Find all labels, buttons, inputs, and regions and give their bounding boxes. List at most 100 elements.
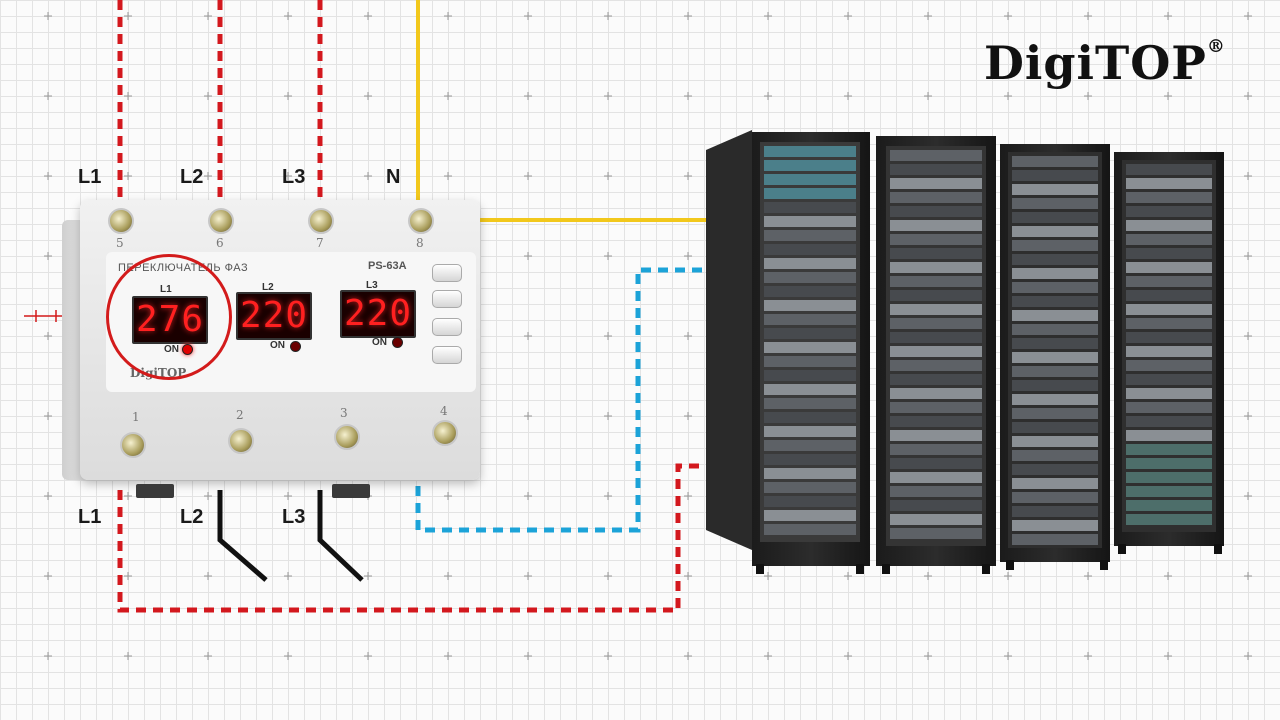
rack-unit-slot: [890, 402, 982, 413]
grid-cross: [444, 12, 452, 20]
grid-cross: [604, 172, 612, 180]
rack-unit-slot: [1012, 310, 1098, 321]
grid-cross: [924, 652, 932, 660]
rack-unit-slot: [1012, 268, 1098, 279]
rack-unit-slot: [1012, 464, 1098, 475]
rack-unit-slot: [890, 486, 982, 497]
rack-unit-slot: [1126, 458, 1212, 469]
grid-cross: [444, 92, 452, 100]
rack-unit-slot: [1126, 220, 1212, 231]
rack-unit-slot: [1126, 206, 1212, 217]
grid-cross: [604, 92, 612, 100]
grid-cross: [844, 572, 852, 580]
rack-unit-slot: [1012, 366, 1098, 377]
rack-unit-slot: [764, 230, 856, 241]
grid-cross: [684, 572, 692, 580]
grid-cross: [684, 332, 692, 340]
rack-unit-slot: [1126, 318, 1212, 329]
grid-cross: [44, 412, 52, 420]
rack-unit-slot: [1126, 262, 1212, 273]
grid-cross: [524, 572, 532, 580]
grid-cross: [844, 12, 852, 20]
wire-l3-out-cut: [317, 490, 364, 582]
rack-unit-slot: [890, 458, 982, 469]
rack-unit-slot: [890, 164, 982, 175]
rack-unit-slot: [1126, 234, 1212, 245]
rack-unit-slot: [764, 398, 856, 409]
grid-cross: [1244, 92, 1252, 100]
grid-cross: [124, 172, 132, 180]
display-l2: 220: [236, 292, 312, 340]
rack-unit-slot: [1126, 416, 1212, 427]
grid-cross: [284, 652, 292, 660]
rack-unit-slot: [1126, 472, 1212, 483]
rack-unit-slot: [1012, 338, 1098, 349]
grid-cross: [524, 412, 532, 420]
grid-cross: [604, 252, 612, 260]
grid-cross: [604, 332, 612, 340]
rack-unit-slot: [764, 300, 856, 311]
grid-cross: [604, 12, 612, 20]
terminal-screw: [408, 208, 434, 234]
grid-cross: [204, 172, 212, 180]
grid-cross: [684, 492, 692, 500]
display-l3: 220: [340, 290, 416, 338]
on-label: ON: [372, 337, 387, 348]
rack-unit-slot: [890, 360, 982, 371]
wire-l2-out-cut: [217, 490, 268, 582]
rack-unit-slot: [1126, 500, 1212, 511]
grid-cross: [44, 12, 52, 20]
grid-cross: [1164, 12, 1172, 20]
device-button-up[interactable]: [432, 264, 462, 282]
device-button[interactable]: [432, 290, 462, 308]
grid-cross: [524, 332, 532, 340]
rack-unit-slot: [1012, 240, 1098, 251]
rack-unit-slot: [890, 444, 982, 455]
wire-neutral: [416, 0, 708, 222]
rack-unit-slot: [1012, 254, 1098, 265]
grid-cross: [1084, 652, 1092, 660]
grid-cross: [1244, 572, 1252, 580]
grid-cross: [524, 492, 532, 500]
rack-unit-slot: [890, 500, 982, 511]
rack-unit-slot: [890, 528, 982, 539]
grid-cross: [684, 172, 692, 180]
grid-cross: [284, 92, 292, 100]
grid-cross: [44, 332, 52, 340]
grid-cross: [1004, 92, 1012, 100]
grid-cross: [604, 652, 612, 660]
device-button[interactable]: [432, 346, 462, 364]
grid-cross: [364, 92, 372, 100]
logo-registered-mark: ®: [1206, 36, 1226, 57]
rack-unit-slot: [890, 220, 982, 231]
grid-cross: [1244, 252, 1252, 260]
rack-unit-slot: [764, 188, 856, 199]
digitop-logo: DigiTOP®: [984, 38, 1226, 87]
rack-unit-slot: [764, 454, 856, 465]
grid-cross: [764, 572, 772, 580]
rack-unit-slot: [890, 304, 982, 315]
label-l3-bottom: L3: [282, 506, 306, 528]
rack-unit-slot: [1126, 290, 1212, 301]
terminal-screw: [228, 428, 254, 454]
rack-unit-slot: [890, 276, 982, 287]
rack-unit-slot: [1012, 506, 1098, 517]
rack-unit-slot: [764, 440, 856, 451]
grid-cross: [604, 412, 612, 420]
rack-unit-slot: [764, 258, 856, 269]
terminal-number: 4: [440, 404, 448, 418]
grid-cross: [524, 12, 532, 20]
grid-cross: [684, 12, 692, 20]
terminal-number: 7: [316, 236, 324, 250]
arrow-left-tick-a: [35, 310, 57, 322]
grid-cross: [1004, 572, 1012, 580]
grid-cross: [284, 492, 292, 500]
rack-unit-slot: [890, 206, 982, 217]
device-button[interactable]: [432, 318, 462, 336]
grid-cross: [204, 652, 212, 660]
grid-cross: [284, 572, 292, 580]
rack-unit-slot: [890, 248, 982, 259]
grid-cross: [524, 252, 532, 260]
grid-cross: [444, 172, 452, 180]
